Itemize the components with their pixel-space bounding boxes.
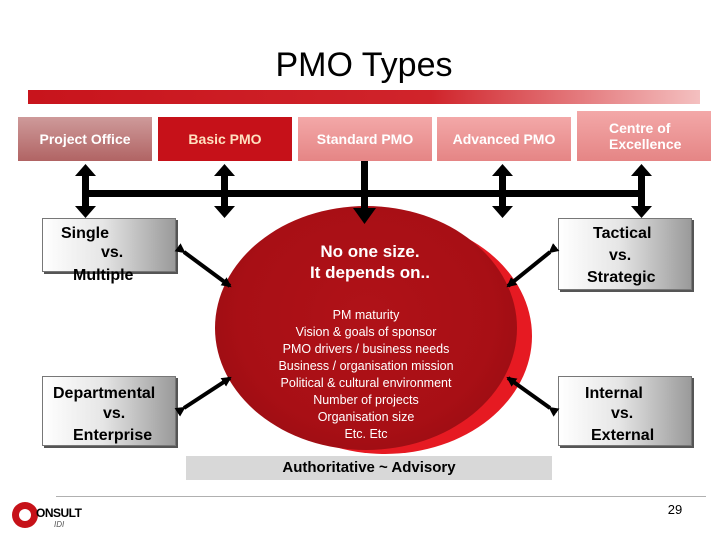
box-single-vs-multiple: Single vs. Multiple (42, 218, 176, 284)
type-advanced-pmo: Advanced PMO (437, 117, 571, 161)
box-internal-vs-external: Internal vs. External (558, 376, 692, 446)
title-underline (28, 90, 700, 104)
factor-item: Organisation size (317, 410, 415, 424)
type-basic-pmo: Basic PMO (158, 117, 292, 161)
vertical-double-arrows (75, 164, 652, 218)
box-line: External (591, 427, 655, 444)
type-standard-pmo: Standard PMO (298, 117, 432, 161)
box-tactical-vs-strategic: Tactical vs. Strategic (558, 218, 692, 290)
coe-line-2: Excellence (609, 136, 682, 152)
authoritative-advisory-bar: Authoritative ~ Advisory (186, 456, 552, 480)
double-arrow-icon (75, 164, 96, 218)
down-arrow-icon (353, 161, 376, 224)
circle-headline-1: No one size. (320, 242, 420, 261)
box-line: Single (61, 225, 110, 242)
factor-item: Vision & goals of sponsor (295, 325, 437, 339)
slide-title: PMO Types (275, 46, 453, 84)
type-project-office: Project Office (18, 117, 152, 161)
box-line: vs. (103, 405, 126, 422)
box-line: vs. (609, 247, 632, 264)
coe-line-1: Centre of (609, 120, 671, 136)
type-centre-of-excellence: Centre of Excellence (577, 111, 711, 161)
box-line: Strategic (587, 269, 656, 286)
factor-item: Number of projects (313, 393, 419, 407)
box-line: Multiple (73, 267, 134, 284)
factor-item: Political & cultural environment (280, 376, 452, 390)
box-line: vs. (611, 405, 634, 422)
footer-divider (56, 496, 706, 497)
circle-headline-2: It depends on.. (310, 263, 430, 282)
logo-text: ONSULT (36, 506, 82, 520)
factor-item: PMO drivers / business needs (282, 342, 450, 356)
diagonal-arrows (174, 243, 560, 417)
box-line: Departmental (53, 385, 156, 402)
box-departmental-vs-enterprise: Departmental vs. Enterprise (42, 376, 176, 446)
arrow-icon (506, 376, 560, 417)
box-line: Enterprise (73, 427, 153, 444)
arrow-icon (506, 243, 560, 288)
double-arrow-icon (631, 164, 652, 218)
logo-c-inner (19, 509, 31, 521)
logo-sub: IDI (54, 520, 65, 529)
page-number: 29 (667, 502, 683, 517)
arrow-icon (174, 376, 232, 417)
box-line: vs. (101, 244, 124, 261)
factor-item: Business / organisation mission (278, 359, 454, 373)
consult-logo: ONSULT IDI (12, 500, 92, 534)
double-arrow-icon (214, 164, 235, 218)
factor-item: Etc. Etc (344, 427, 388, 441)
arrow-icon (174, 243, 232, 288)
box-line: Tactical (593, 225, 652, 242)
double-arrow-icon (492, 164, 513, 218)
factors-circle (215, 206, 517, 450)
box-line: Internal (585, 385, 643, 402)
factor-item: PM maturity (332, 308, 400, 322)
